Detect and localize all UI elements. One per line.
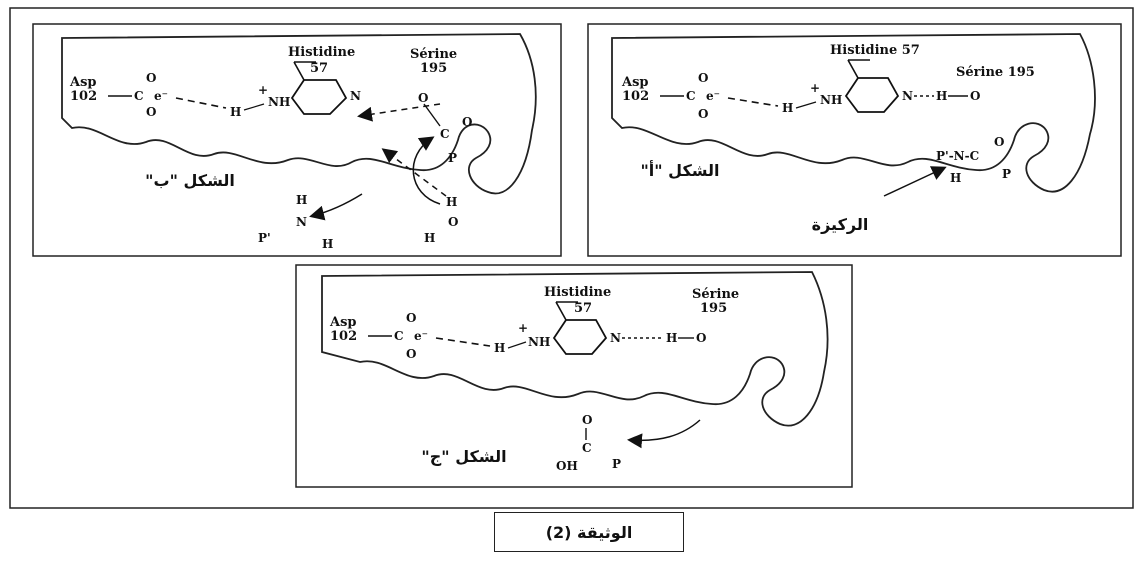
c-hbond-1 <box>435 337 491 347</box>
panel-b: Asp 102 C O O e⁻ H + NH Histidine 57 N S… <box>32 23 562 257</box>
b-his-chain <box>293 61 305 81</box>
b-amine-h-bottom: H <box>322 237 333 251</box>
b-water-oxygen: O <box>448 215 458 229</box>
b-acyl-carbon: C <box>440 127 450 141</box>
b-ser-oxygen: O <box>418 91 428 105</box>
b-water-h-top: H <box>446 195 457 209</box>
a-substrate-label: الركيزة <box>812 215 869 234</box>
b-asp-number: 102 <box>70 89 97 104</box>
b-h-atom: H <box>230 105 241 119</box>
a-electron: e⁻ <box>706 89 720 103</box>
b-arrow-release <box>309 193 363 221</box>
b-carbon: C <box>134 89 144 103</box>
b-acyl-oxygen: O <box>462 115 472 129</box>
b-nitrogen: N <box>350 89 361 103</box>
panel-c-enzyme-outline <box>321 271 829 427</box>
c-his-chain <box>555 301 567 321</box>
c-h-bond <box>507 341 527 349</box>
a-ser-label: Sérine 195 <box>956 65 1035 80</box>
a-h-bond <box>795 101 817 109</box>
c-nh: NH <box>528 335 550 349</box>
a-oxygen-bottom: O <box>698 107 708 121</box>
c-ser-h: H <box>666 331 677 345</box>
c-ser-label: Sérine <box>692 287 739 302</box>
a-asp-number: 102 <box>622 89 649 104</box>
c-electron: e⁻ <box>414 329 428 343</box>
a-substrate-pnc: P'-N-C <box>936 149 979 163</box>
c-his-number: 57 <box>574 301 592 316</box>
b-imidazole-ring <box>290 79 348 115</box>
c-his-label: Histidine <box>544 285 611 300</box>
b-ser-number: 195 <box>420 61 447 76</box>
b-h-bond <box>243 103 265 111</box>
panel-c: Asp 102 C O O e⁻ H + NH Histidine 57 N H… <box>295 264 853 488</box>
outer-frame <box>9 7 1134 509</box>
b-arrow-attack <box>412 136 441 205</box>
c-nitrogen: N <box>610 331 621 345</box>
a-ser-oxygen: O <box>970 89 980 103</box>
b-amine-h-top: H <box>296 193 307 207</box>
b-water-h-bottom: H <box>424 231 435 245</box>
a-hbond-1 <box>727 97 779 107</box>
a-h-atom: H <box>782 101 793 115</box>
panel-c-frame <box>295 264 853 488</box>
b-nh: NH <box>268 95 290 109</box>
c-plus: + <box>518 321 528 335</box>
a-plus: + <box>810 81 820 95</box>
document-caption: الوثيقة (2) <box>494 512 684 552</box>
c-ser-number: 195 <box>700 301 727 316</box>
b-asp-label: Asp <box>69 75 97 90</box>
c-carbon: C <box>394 329 404 343</box>
a-substrate-oxygen: O <box>994 135 1004 149</box>
b-arrow-water-his <box>381 148 447 197</box>
c-product-oh: OH <box>556 459 578 473</box>
b-ser-label: Sérine <box>410 47 457 62</box>
b-electron: e⁻ <box>154 89 168 103</box>
panel-a: Asp 102 C O O e⁻ H + NH Histidine 57 N H… <box>587 23 1122 257</box>
panel-b-enzyme-outline <box>61 33 537 195</box>
b-plus: + <box>258 83 268 97</box>
a-nh: NH <box>820 93 842 107</box>
b-his-number: 57 <box>310 61 328 76</box>
a-oxygen-top: O <box>698 71 708 85</box>
b-oxygen-top: O <box>146 71 156 85</box>
b-figure-label: الشكل "ب" <box>145 171 235 190</box>
b-hbond-1 <box>175 97 227 109</box>
a-his-chain <box>847 59 859 79</box>
b-ser-bond <box>423 103 441 127</box>
a-arrow-substrate <box>883 166 947 197</box>
a-nitrogen: N <box>902 89 913 103</box>
a-asp-label: Asp <box>621 75 649 90</box>
panel-b-frame <box>32 23 562 257</box>
a-ser-h: H <box>936 89 947 103</box>
c-product-carbon: C <box>582 441 592 455</box>
c-product-oxygen: O <box>582 413 592 427</box>
a-substrate-h: H <box>950 171 961 185</box>
c-product-p: P <box>612 457 621 471</box>
b-his-label: Histidine <box>288 45 355 60</box>
c-oxygen-top: O <box>406 311 416 325</box>
a-figure-label: الشكل "أ" <box>640 160 719 180</box>
a-substrate-p: P <box>1002 167 1011 181</box>
b-oxygen-bottom: O <box>146 105 156 119</box>
a-carbon: C <box>686 89 696 103</box>
a-imidazole-ring <box>844 77 900 113</box>
c-asp-number: 102 <box>330 329 357 344</box>
b-amine-p: P' <box>258 231 271 245</box>
c-asp-label: Asp <box>329 315 357 330</box>
b-acyl-p: P <box>448 151 457 165</box>
panel-a-frame <box>587 23 1122 257</box>
c-figure-label: الشكل "ج" <box>421 447 506 466</box>
b-amine-nitrogen: N <box>296 215 307 229</box>
c-imidazole-ring <box>552 319 608 355</box>
panel-a-enzyme-outline <box>611 33 1096 193</box>
b-arrow-proton <box>357 103 441 122</box>
c-h-atom: H <box>494 341 505 355</box>
c-oxygen-bottom: O <box>406 347 416 361</box>
c-ser-oxygen: O <box>696 331 706 345</box>
c-arrow-release <box>627 419 701 449</box>
a-his-label: Histidine 57 <box>830 43 920 58</box>
